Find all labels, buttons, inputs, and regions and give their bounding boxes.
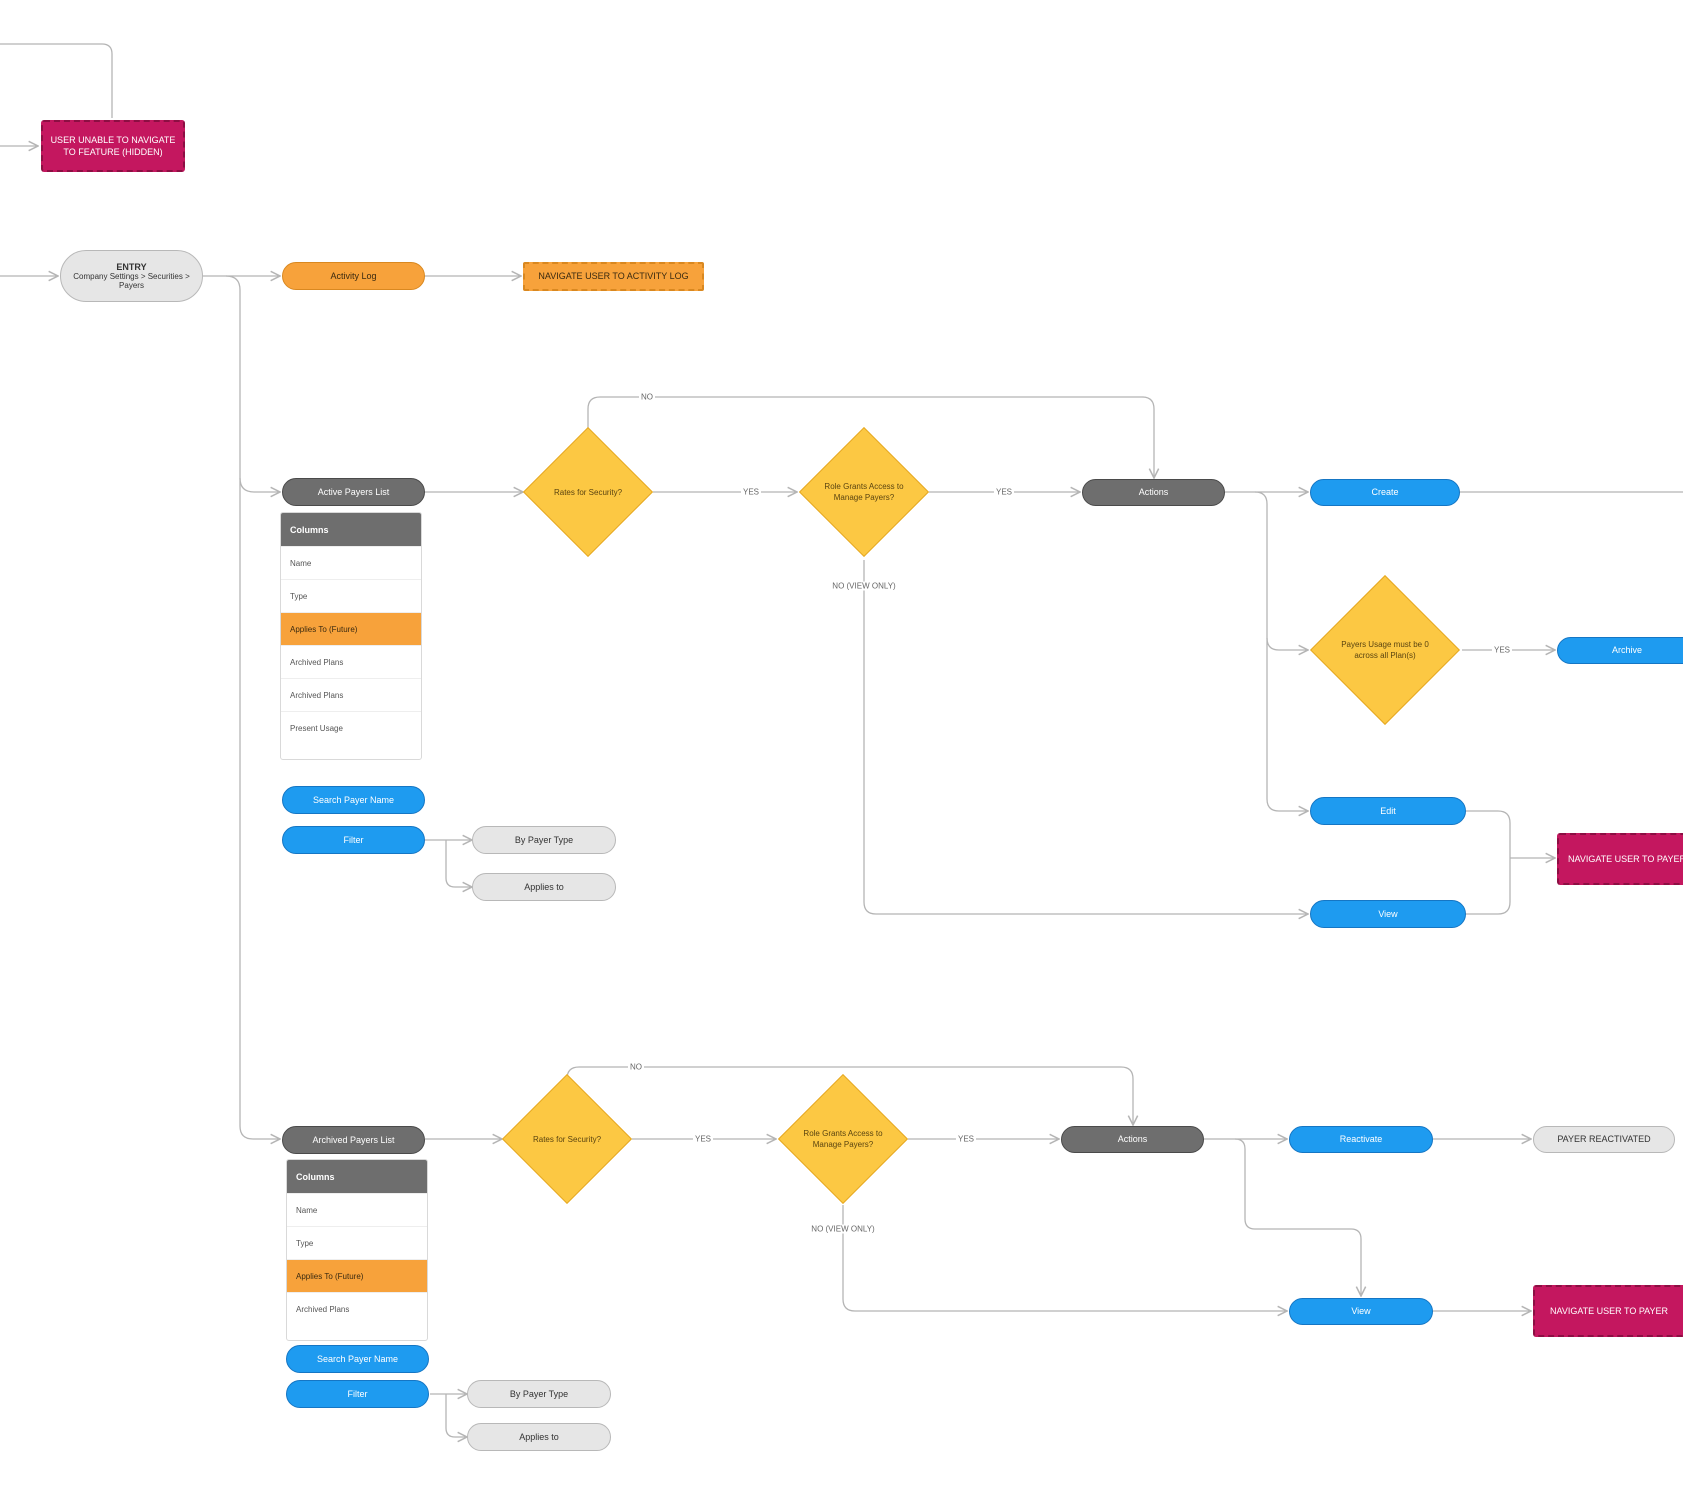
label-archived-yes2: YES bbox=[955, 1134, 977, 1144]
archived-column-row: Archived Plans bbox=[287, 1292, 427, 1325]
archived-role-diamond: Role Grants Access to Manage Payers? bbox=[777, 1073, 909, 1205]
archived-role-diamond-text: Role Grants Access to Manage Payers? bbox=[803, 1129, 883, 1149]
archived-filter-node: Filter bbox=[286, 1380, 429, 1408]
archived-column-row: Type bbox=[287, 1226, 427, 1259]
archived-search-node: Search Payer Name bbox=[286, 1345, 429, 1373]
usage-diamond-text: Payers Usage must be 0 across all Plan(s… bbox=[1341, 640, 1429, 660]
active-columns-table: Columns Name Type Applies To (Future) Ar… bbox=[280, 512, 422, 760]
label-active-yes1: YES bbox=[740, 487, 762, 497]
active-filter-node: Filter bbox=[282, 826, 425, 854]
active-role-diamond: Role Grants Access to Manage Payers? bbox=[798, 426, 930, 558]
navigate-active-node: NAVIGATE USER TO PAYER bbox=[1557, 833, 1683, 885]
view-archived-node: View bbox=[1289, 1298, 1433, 1325]
active-column-row-highlight: Applies To (Future) bbox=[281, 612, 421, 645]
archived-column-row-highlight: Applies To (Future) bbox=[287, 1259, 427, 1292]
active-applies-node: Applies to bbox=[472, 873, 616, 901]
usage-diamond: Payers Usage must be 0 across all Plan(s… bbox=[1308, 575, 1462, 725]
edge-d1-no bbox=[587, 396, 1154, 478]
edge-trunk-active bbox=[239, 477, 280, 492]
archived-columns-table: Columns Name Type Applies To (Future) Ar… bbox=[286, 1159, 428, 1341]
archived-by-type-node: By Payer Type bbox=[467, 1380, 611, 1408]
active-by-type-node: By Payer Type bbox=[472, 826, 616, 854]
edge-aractions-view bbox=[1234, 1138, 1361, 1296]
edge-top-loop bbox=[0, 43, 113, 118]
archived-rates-diamond: Rates for Security? bbox=[501, 1073, 633, 1205]
create-node: Create bbox=[1310, 479, 1460, 506]
label-active-no: NO bbox=[639, 392, 655, 402]
reactivate-node: Reactivate bbox=[1289, 1126, 1433, 1153]
edge-trunk bbox=[225, 275, 280, 1139]
active-column-row: Type bbox=[281, 579, 421, 612]
payer-reactivated-node: PAYER REACTIVATED bbox=[1533, 1126, 1675, 1153]
edge-edit-merge bbox=[1466, 810, 1511, 915]
navigate-archived-node: NAVIGATE USER TO PAYER bbox=[1533, 1285, 1683, 1337]
edge-afilter-applies bbox=[445, 840, 472, 887]
active-column-row: Archived Plans bbox=[281, 678, 421, 711]
archived-columns-header: Columns bbox=[287, 1160, 427, 1193]
label-archived-no-view: NO (VIEW ONLY) bbox=[809, 1224, 877, 1234]
label-archived-no: NO bbox=[628, 1062, 644, 1072]
edit-node: Edit bbox=[1310, 797, 1466, 825]
active-column-row: Archived Plans bbox=[281, 645, 421, 678]
active-actions-node: Actions bbox=[1082, 479, 1225, 506]
archived-payers-list-node: Archived Payers List bbox=[282, 1126, 425, 1154]
archived-actions-node: Actions bbox=[1061, 1126, 1204, 1153]
edge-actions-branch bbox=[1254, 491, 1308, 811]
edge-ard2-view bbox=[842, 1205, 1287, 1311]
archived-applies-node: Applies to bbox=[467, 1423, 611, 1451]
active-column-row: Name bbox=[281, 546, 421, 579]
archived-column-row: Name bbox=[287, 1193, 427, 1226]
entry-title: ENTRY bbox=[116, 261, 147, 272]
unable-navigate-node: USER UNABLE TO NAVIGATE TO FEATURE (HIDD… bbox=[41, 120, 185, 172]
label-active-yes2: YES bbox=[993, 487, 1015, 497]
label-archived-yes1: YES bbox=[692, 1134, 714, 1144]
archived-rates-diamond-text: Rates for Security? bbox=[532, 1134, 602, 1144]
active-payers-list-node: Active Payers List bbox=[282, 478, 425, 506]
active-columns-header: Columns bbox=[281, 513, 421, 546]
edge-branch-usage bbox=[1266, 637, 1308, 650]
archive-node: Archive bbox=[1557, 637, 1683, 664]
active-search-node: Search Payer Name bbox=[282, 786, 425, 814]
active-role-diamond-text: Role Grants Access to Manage Payers? bbox=[824, 482, 904, 502]
active-column-row: Present Usage bbox=[281, 711, 421, 744]
active-rates-diamond: Rates for Security? bbox=[522, 426, 654, 558]
edge-arfilter-applies bbox=[445, 1394, 467, 1437]
label-usage-yes: YES bbox=[1491, 645, 1513, 655]
edge-d2-view bbox=[863, 560, 1308, 914]
navigate-activity-node: NAVIGATE USER TO ACTIVITY LOG bbox=[523, 262, 704, 291]
entry-node: ENTRY Company Settings > Securities > Pa… bbox=[60, 250, 203, 302]
activity-log-node: Activity Log bbox=[282, 262, 425, 290]
active-rates-diamond-text: Rates for Security? bbox=[553, 487, 623, 497]
entry-subtitle: Company Settings > Securities > Payers bbox=[73, 271, 190, 290]
label-active-no-view: NO (VIEW ONLY) bbox=[830, 581, 898, 591]
view-active-node: View bbox=[1310, 900, 1466, 928]
